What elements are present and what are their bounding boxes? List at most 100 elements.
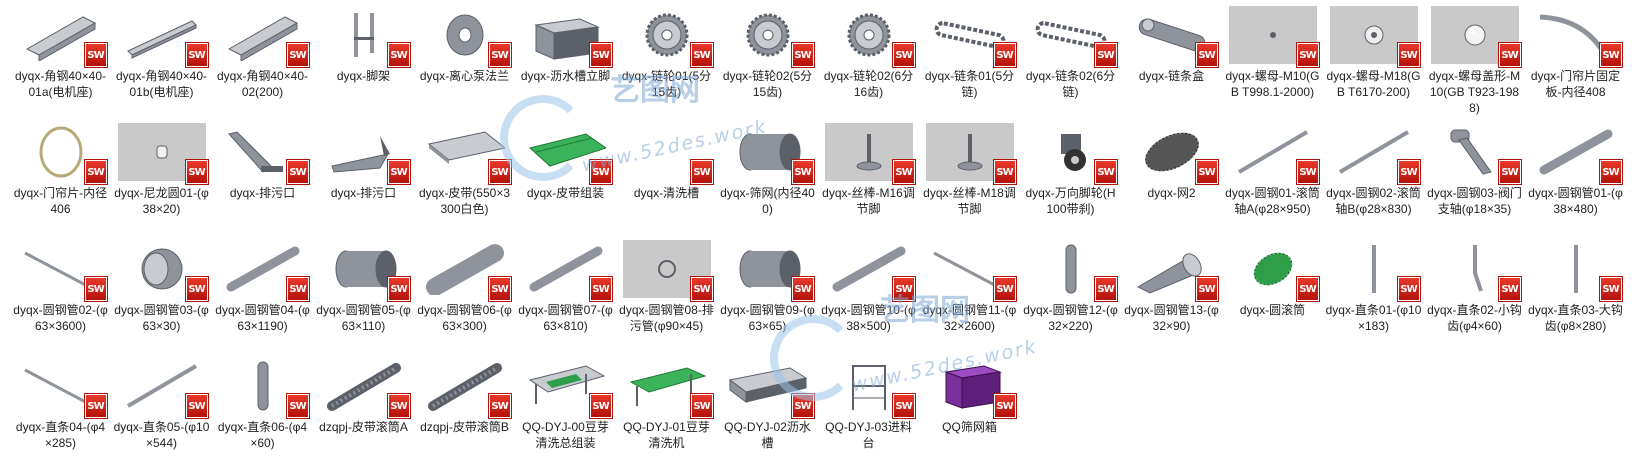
sprocket-icon bbox=[746, 13, 789, 57]
file-thumbnail: SW bbox=[17, 357, 107, 418]
file-thumbnail: SW bbox=[1532, 240, 1622, 301]
file-name: dyqx-圆钢管08-排污管(φ90×45) bbox=[619, 303, 714, 333]
solidworks-badge-icon: SW bbox=[589, 160, 612, 184]
file-name: dyqx-链条盒 bbox=[1138, 69, 1205, 83]
solidworks-badge-icon: SW bbox=[892, 394, 915, 418]
angle-steel-thin-icon bbox=[126, 20, 197, 59]
file-thumbnail: SW bbox=[421, 357, 511, 418]
solidworks-badge-icon: SW bbox=[286, 43, 309, 67]
file-name: dyqx-清洗槽 bbox=[633, 186, 700, 200]
file-thumbnail: SW bbox=[1229, 240, 1319, 301]
tube-icon bbox=[226, 246, 299, 292]
cylinder-icon bbox=[739, 250, 800, 288]
solidworks-badge-icon: SW bbox=[488, 277, 511, 301]
file-thumbnail: SW bbox=[1330, 240, 1420, 301]
solidworks-badge-icon: SW bbox=[791, 160, 814, 184]
file-thumbnail: SW bbox=[320, 6, 410, 67]
file-name: dyqx-门帘片-内径406 bbox=[13, 186, 108, 216]
file-thumbnail: SW bbox=[1329, 6, 1420, 67]
file-name: dzqpj-皮带滚筒A bbox=[319, 420, 408, 434]
file-thumbnail: SW bbox=[118, 240, 208, 301]
file-name: dyqx-丝棒-M18调节脚 bbox=[923, 186, 1016, 216]
file-name: dyqx-链条02(6分链) bbox=[1025, 69, 1116, 99]
ring-icon bbox=[39, 126, 82, 178]
vertical-tube-icon bbox=[1065, 244, 1076, 294]
file-name: dyqx-圆钢管13-(φ32×90) bbox=[1124, 303, 1219, 333]
bolt-icon bbox=[1450, 129, 1492, 175]
file-name: QQ筛网箱 bbox=[942, 420, 997, 434]
file-name: dyqx-链轮01(5分15齿) bbox=[621, 69, 712, 99]
file-thumbnail: SW bbox=[724, 240, 814, 301]
sprocket-icon bbox=[847, 13, 890, 57]
solidworks-badge-icon: SW bbox=[690, 394, 713, 418]
vertical-rod-icon bbox=[1371, 245, 1376, 293]
angle-steel-icon bbox=[25, 16, 96, 61]
file-name: dyqx-万向脚轮(H100带刹) bbox=[1025, 186, 1116, 216]
file-name: dyqx-圆钢管11-(φ32×2600) bbox=[922, 303, 1017, 333]
chain-icon bbox=[1035, 21, 1106, 49]
tube-icon bbox=[529, 246, 602, 292]
file-name: dyqx-角钢40×40-01a(电机座) bbox=[14, 69, 107, 99]
file-thumbnail: SW bbox=[1431, 240, 1521, 301]
file-thumbnail: SW bbox=[1532, 123, 1622, 184]
